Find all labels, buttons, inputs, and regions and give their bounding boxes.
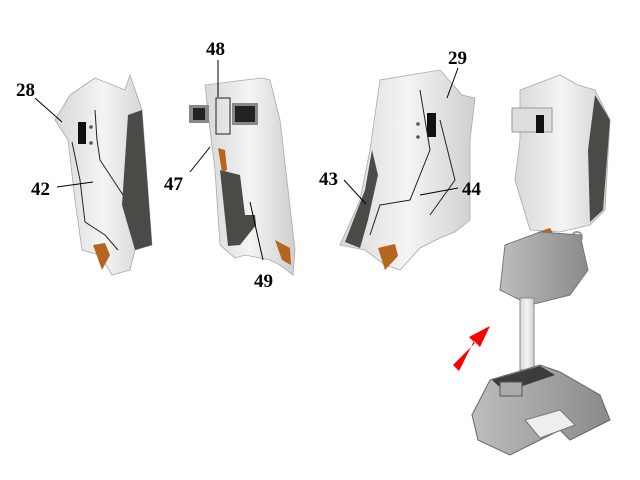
armor-piece-left (54, 73, 153, 276)
part-label-44: 44 (462, 179, 482, 200)
leader-lines (34, 60, 459, 261)
armor-piece-right (339, 69, 476, 271)
part-label-43: 43 (319, 169, 338, 190)
part-label-42: 42 (31, 179, 50, 200)
part-label-48: 48 (206, 39, 225, 60)
part-label-47: 47 (164, 174, 184, 195)
insert-direction-arrow-icon (453, 326, 490, 371)
part-label-49: 49 (254, 271, 273, 292)
part-label-28: 28 (16, 80, 35, 101)
part-label-29: 29 (448, 48, 467, 69)
armor-piece-back (189, 77, 296, 276)
assembled-leg (471, 74, 611, 456)
